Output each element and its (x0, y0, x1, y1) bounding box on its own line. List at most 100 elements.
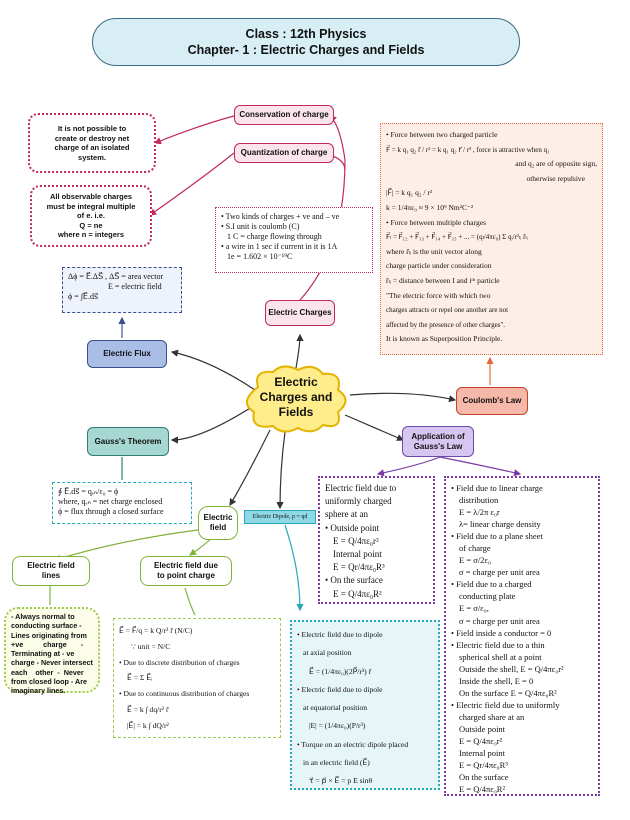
panel-line: • Field due to a charged (451, 579, 532, 590)
panel-line: E = electric field (108, 282, 162, 291)
panel-line: conducting surface - (11, 621, 82, 631)
panel-line: F⃗ₗ = F⃗₁₂ + F⃗₁₃ + F⃗₁₄ + F⃗₁₅ + ... = … (386, 233, 528, 242)
panel-line: F⃗ = k q₁ q₂ r̂ / r² = k q₁ q₂ r⃗ / r³ ,… (386, 145, 550, 154)
panel-line: E⃗ = (1/4πε₀)(2P⃗/r³) r̂ (309, 666, 372, 676)
panel-line: On the surface E = Q/4πε₀R² (459, 687, 557, 698)
panel-line: E⃗ = F⃗/q = k Q/r² r̂ (N/C) (119, 626, 193, 635)
panel-line: k = 1/4πε₀ ≈ 9 × 10⁹ Nm²C⁻² (386, 202, 474, 212)
panel-line: τ⃗ = p⃗ × E⃗ = p E sinθ (309, 776, 373, 786)
center-line: Charges and (259, 390, 333, 404)
panel-line: in an electric field (E⃗) (303, 758, 370, 768)
panel-line: distribution (459, 495, 499, 506)
panel-line: charges attracts or repel one another ar… (386, 306, 509, 315)
note-line: charge of an isolated (54, 143, 130, 152)
node-coulombs-law[interactable]: Coulomb's Law (456, 387, 528, 415)
panel-line: E = Qr/4πε₀R³ (333, 562, 385, 573)
panel-line: • On the surface (325, 575, 383, 586)
panel-line: sphere at an (325, 509, 368, 520)
node-electric-field[interactable]: Electric field (198, 506, 238, 540)
note-quantization: All observable charges must be integral … (30, 185, 152, 247)
panel-line: • Two kinds of charges + ve and – ve (221, 212, 340, 221)
panel-line: E = λ/2π ε₀r (459, 507, 500, 518)
panel-line: • Due to continuous distribution of char… (119, 689, 250, 699)
node-application-of-gauss-law[interactable]: Application of Gauss's Law (402, 426, 474, 457)
panel-line: E = σ/ε₀, (459, 603, 489, 614)
node-field-due-to-point-charge[interactable]: Electric field due to point charge (140, 556, 232, 586)
node-electric-charges[interactable]: Electric Charges (265, 300, 335, 326)
note-line: Q = ne (79, 220, 103, 230)
panel-line: spherical shell at a point (459, 651, 542, 662)
panel-line: charged share at an (459, 711, 525, 722)
panel-line: otherwise repulsive (526, 173, 585, 183)
center-line: Fields (278, 405, 314, 419)
panel-field-point-charge: E⃗ = F⃗/q = k Q/r² r̂ (N/C) ∵ unit = N/C… (113, 618, 281, 738)
panel-line: uniformly charged (325, 496, 392, 507)
panel-line: E = Q/4πε₀r² (459, 735, 503, 746)
node-electric-field-lines[interactable]: Electric field lines (12, 556, 90, 586)
panel-charged-sphere: Electric field due to uniformly charged … (318, 476, 435, 604)
panel-line: • Force between multiple charges (386, 217, 486, 227)
panel-line: each other - Never (11, 667, 84, 677)
panel-line: of charge (459, 543, 491, 554)
center-cloud-shape (246, 365, 347, 433)
panel-line: and q₂ are of opposite sign, (515, 159, 597, 169)
node-line: field (209, 523, 227, 532)
panel-line: E⃗ = Σ E⃗ᵢ (127, 673, 153, 683)
panel-line: E = Qr/4πε₀R³ (459, 760, 508, 771)
panel-line: ∮ E⃗.ds⃗ = qₑₙ/ε₀ = ϕ (58, 487, 119, 496)
panel-line: at axial position (303, 648, 352, 658)
panel-line: • S.I unit is coulomb (C) (221, 222, 300, 231)
panel-line: • Electric field due to uniformly (451, 699, 560, 710)
panel-line: σ = charge per unit area (459, 615, 540, 626)
panel-line: 1e = 1.602 × 10⁻¹⁹C (227, 252, 293, 261)
panel-line: affected by the presence of other charge… (386, 320, 506, 329)
panel-line: E = Q/4πε₀R² (333, 588, 382, 599)
panel-line: ∵ unit = N/C (131, 641, 171, 651)
panel-line: +ve charge - (11, 639, 84, 649)
panel-coulombs-law: • Force between two charged particle F⃗ … (380, 123, 603, 355)
panel-line: • Field inside a conductor = 0 (451, 627, 552, 638)
panel-line: • Field due to a plane sheet (451, 531, 543, 542)
panel-line: where, qₑₙ = net charge enclosed (58, 497, 163, 506)
node-quantization-of-charge[interactable]: Quantization of charge (234, 143, 334, 163)
panel-line: Electric field due to (325, 483, 397, 493)
panel-line: ϕ = ∫E⃗.ds⃗ (68, 292, 99, 301)
panel-line: σ = charge per unit area (459, 567, 540, 578)
note-line: where n = integers (57, 230, 125, 240)
note-line: system. (78, 152, 106, 162)
center-line: Electric (274, 375, 318, 389)
panel-line: • Due to discrete distribution of charge… (119, 657, 240, 667)
panel-line: r̂ₗᵢ = distance between I and iᵗʰ partic… (386, 275, 500, 285)
node-line: lines (41, 571, 61, 580)
panel-line: • Electric field due to a thin (451, 639, 545, 650)
node-line: Electric (203, 513, 233, 522)
panel-line: |F⃗| = k q₁ q₂ / r² (386, 188, 433, 198)
node-electric-dipole[interactable]: Electric Dipole, p = qd (244, 510, 316, 524)
title-chapter: Chapter- 1 : Electric Charges and Fields (187, 43, 425, 57)
note-line: must be integral multiple (46, 201, 136, 211)
panel-line: Δϕ = E⃗.ΔS⃗ , ΔS⃗ = area vector (68, 272, 164, 281)
note-conservation: It is not possible to create or destroy … (28, 113, 156, 173)
panel-line: imaginary lines. (11, 686, 66, 696)
panel-line: • Torque on an electric dipole placed (297, 739, 409, 749)
node-gauss-theorem[interactable]: Gauss's Theorem (87, 427, 169, 456)
node-line: Application of (411, 431, 465, 441)
panel-line: It is known as Superposition Principle. (386, 334, 503, 344)
panel-line: Lines originating from (11, 630, 87, 640)
panel-line: - Always normal to (11, 612, 75, 621)
node-line: Gauss's Law (413, 441, 463, 451)
node-line: Electric field due (153, 561, 219, 570)
panel-line: E = Q/4πε₀r² (333, 535, 379, 546)
node-electric-flux[interactable]: Electric Flux (87, 340, 167, 368)
note-line: It is not possible to (57, 124, 127, 133)
node-line: Electric field (27, 561, 75, 570)
node-conservation-of-charge[interactable]: Conservation of charge (234, 105, 334, 125)
center-topic[interactable]: Electric Charges and Fields (248, 375, 344, 420)
panel-line: where r̂ₗᵢ is the unit vector along (386, 246, 482, 256)
panel-line: conducting plate (459, 591, 516, 602)
panel-gauss-theorem: ∮ E⃗.ds⃗ = qₑₙ/ε₀ = ϕ where, qₑₙ = net c… (52, 482, 192, 524)
panel-line: E = σ/2ε₀ (459, 555, 491, 566)
panel-line: On the surface (459, 772, 509, 783)
